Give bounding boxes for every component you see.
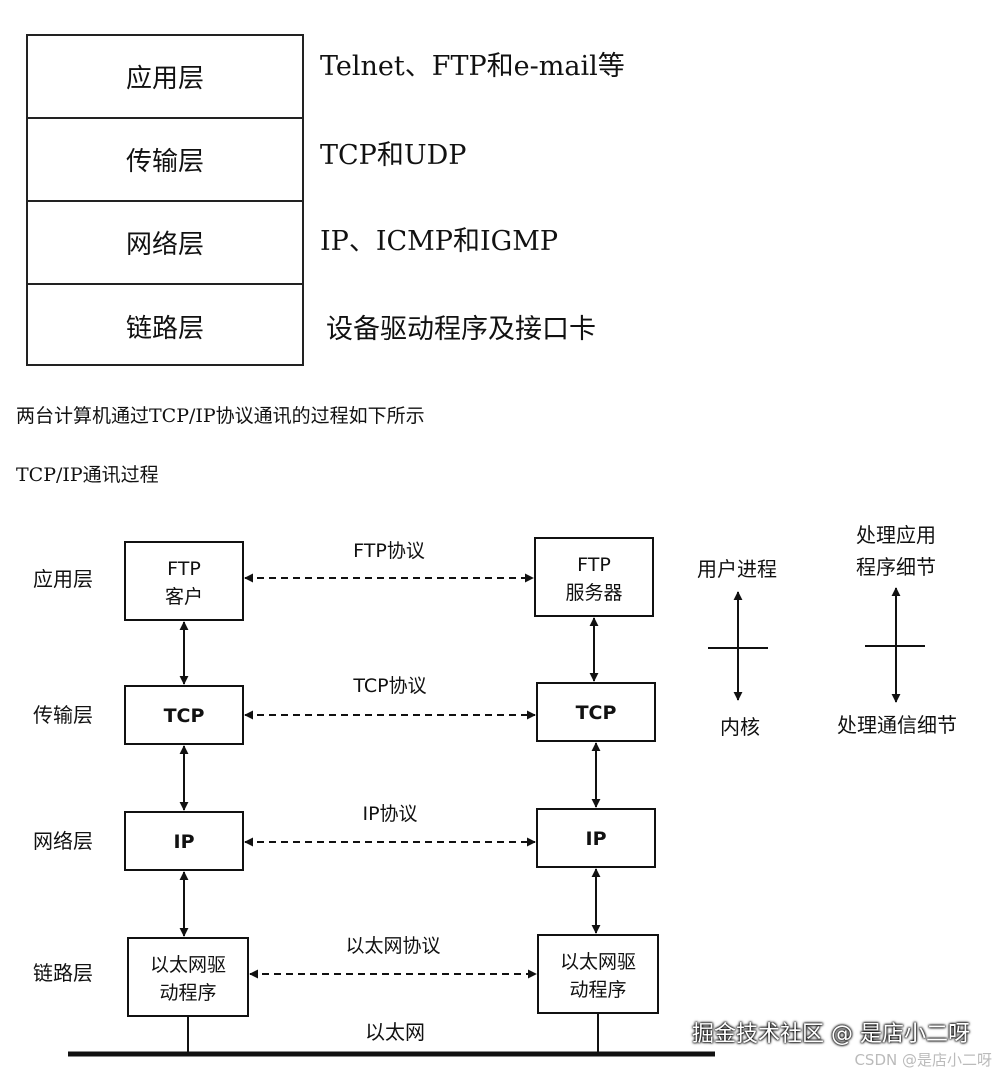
server-stack-box-label: FTP [577,554,611,576]
comm-detail-label: 处理通信细节 [837,713,957,737]
layer-name: 链路层 [125,314,204,344]
client-stack-box [127,937,249,1017]
client-stack-box-label: IP [174,831,195,853]
app-detail-label: 程序细节 [856,555,936,579]
peer-protocol-label: IP协议 [362,803,417,825]
ethernet-label: 以太网 [365,1020,425,1044]
diagram-layer-label: 链路层 [33,961,93,985]
server-stack-box-label: 以太网驱 [560,951,636,973]
peer-protocol-label: TCP协议 [352,675,426,697]
client-stack-box-label: FTP [167,558,201,580]
server-stack-box [536,808,656,868]
client-stack-box-label: 动程序 [159,982,216,1004]
layer-table: 应用层 传输层 网络层 链路层 [26,34,304,366]
client-stack-box-label: 以太网驱 [150,954,226,976]
peer-protocol-label: FTP协议 [353,540,425,562]
layer-cell-link: 链路层 [28,285,302,368]
protocols-transport: TCP和UDP [320,140,467,171]
protocols-link: 设备驱动程序及接口卡 [326,314,596,345]
app-detail-label: 处理应用 [856,523,936,547]
client-stack-box [124,811,244,871]
peer-protocol-label: 以太网协议 [345,935,440,957]
server-stack-box-label: 服务器 [565,582,622,604]
client-stack-box [124,685,244,745]
layer-cell-application: 应用层 [28,36,302,119]
juejin-watermark: 掘金技术社区 @ 是店小二呀 [692,1022,970,1047]
diagram-layer-label: 传输层 [33,703,93,727]
protocols-application: Telnet、FTP和e-mail等 [320,51,625,82]
server-stack-box [534,537,654,617]
csdn-watermark: CSDN @是店小二呀 [854,1051,992,1069]
server-stack-box-label: 动程序 [569,979,626,1001]
layer-cell-transport: 传输层 [28,119,302,202]
intro-paragraph: 两台计算机通过TCP/IP协议通讯的过程如下所示 [16,405,425,427]
user-process-label: 用户进程 [697,557,777,581]
diagram-layer-label: 应用层 [33,567,93,591]
layer-name: 网络层 [125,230,204,260]
layer-name: 应用层 [125,64,204,94]
section-heading: TCP/IP通讯过程 [16,464,159,486]
server-stack-box-label: TCP [576,702,617,724]
layer-name: 传输层 [125,147,204,177]
server-stack-box [536,682,656,742]
protocols-network: IP、ICMP和IGMP [320,226,559,257]
kernel-label: 内核 [720,715,760,739]
client-stack-box-label: 客户 [165,586,203,608]
diagram-layer-label: 网络层 [33,829,93,853]
server-stack-box [537,934,659,1014]
client-stack-box [124,541,244,621]
layer-cell-network: 网络层 [28,202,302,285]
server-stack-box-label: IP [586,828,607,850]
client-stack-box-label: TCP [164,705,205,727]
